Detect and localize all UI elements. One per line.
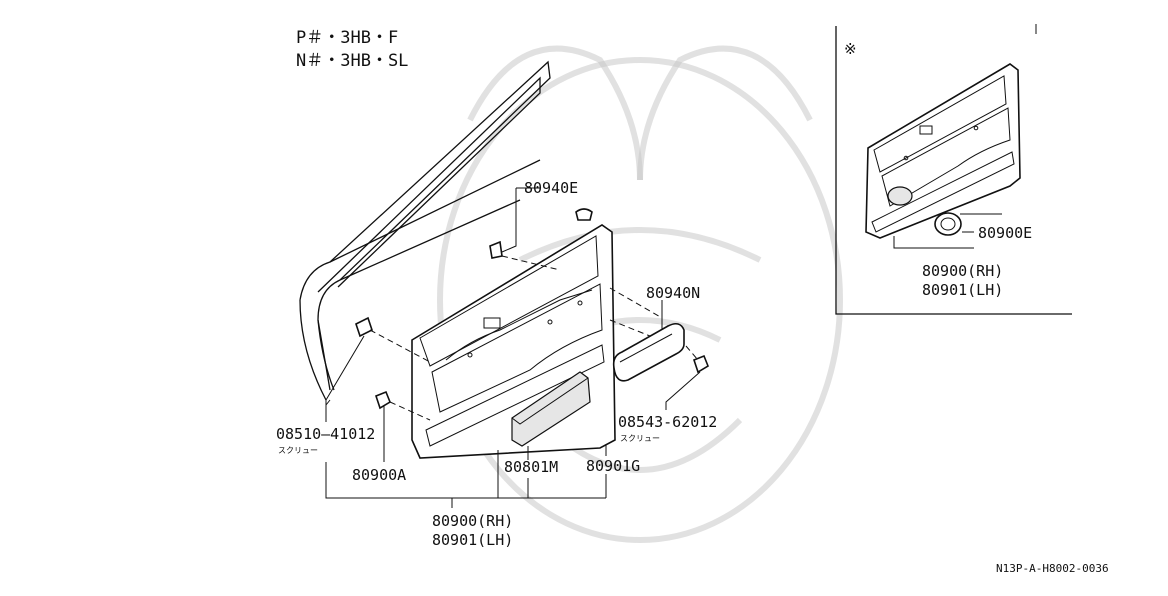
inset-speaker-cover	[934, 212, 962, 236]
label-assembly-lh: 80901(LH)	[432, 531, 513, 549]
label-80900A: 80900A	[352, 466, 406, 484]
assembly-dashed-lines	[369, 255, 699, 421]
label-08510-41012: 08510—41012	[276, 425, 375, 443]
inset-trim-panel	[865, 63, 1021, 239]
label-assembly-rh: 80900(RH)	[432, 512, 513, 530]
fasteners	[355, 208, 709, 410]
door-frame	[299, 60, 551, 406]
inset-marker: ※	[844, 40, 857, 58]
label-80940E: 80940E	[524, 179, 578, 197]
map-pocket	[511, 371, 591, 447]
label-80801M: 80801M	[504, 458, 558, 476]
inset-panel: ※ 80900E 80900(RH) 80901(LH)	[835, 24, 1072, 315]
clip-80900A	[375, 390, 391, 410]
label-80940N: 80940N	[646, 284, 700, 302]
header-line-2: N＃・3HB・SL	[296, 51, 408, 71]
inset-assembly-rh: 80900(RH)	[922, 262, 1003, 280]
label-80901G: 80901G	[586, 457, 640, 475]
clip-top	[575, 208, 593, 221]
diagram-reference-code: N13P-A-H8002-0036	[996, 562, 1109, 575]
armrest	[612, 322, 685, 382]
label-08543-sub: スクリュー	[620, 434, 660, 443]
inset-assembly-lh: 80901(LH)	[922, 281, 1003, 299]
inset-label-80900E: 80900E	[978, 224, 1032, 242]
leader-lines	[325, 187, 701, 508]
label-08543-62012: 08543-62012	[618, 413, 717, 431]
screw-08510	[355, 316, 373, 338]
clip-80940E	[489, 240, 503, 259]
label-08510-sub: スクリュー	[278, 446, 318, 455]
screw-08543	[693, 354, 709, 374]
header-line-1: P＃・3HB・F	[296, 28, 398, 48]
